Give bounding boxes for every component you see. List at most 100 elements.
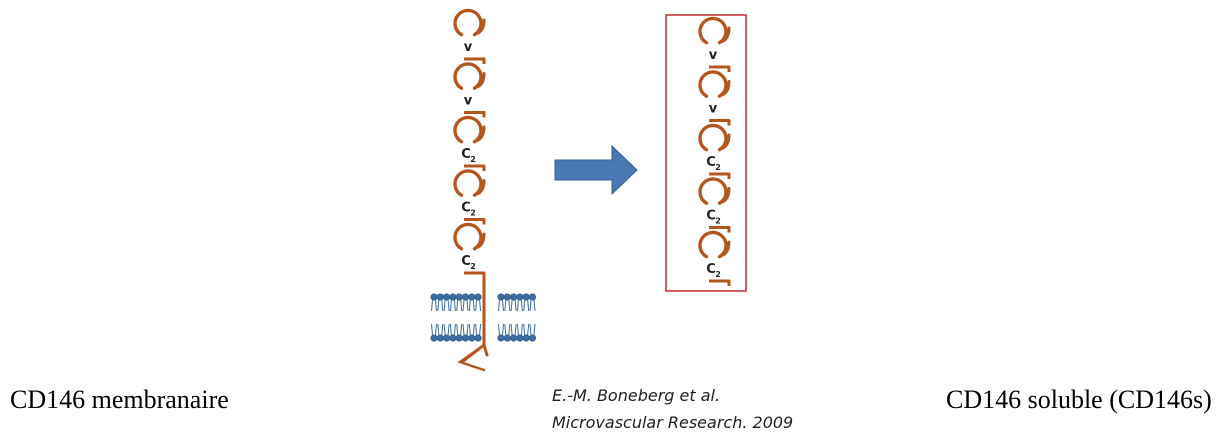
lipid-head xyxy=(522,293,530,301)
lipid-tail xyxy=(516,299,519,312)
lipid-head xyxy=(474,293,482,301)
lipid-tail xyxy=(453,323,456,336)
lipid-tail xyxy=(468,323,471,336)
left-domain-label-5: C xyxy=(461,254,471,269)
lipid-tail xyxy=(435,299,437,312)
lipid-head xyxy=(497,293,505,301)
lipid-tail xyxy=(479,323,482,336)
lipid-tail xyxy=(504,299,507,312)
lipid-tail xyxy=(510,323,513,336)
right-domain-label-2: v xyxy=(709,102,718,117)
right-domain-loop-3 xyxy=(698,123,728,152)
lipid-tail xyxy=(466,299,469,312)
lipid-head xyxy=(497,334,505,342)
lipid-tail xyxy=(514,323,517,336)
citation: E.-M. Boneberg et al. Microvascular Rese… xyxy=(552,382,793,436)
lipid-tail xyxy=(479,299,482,312)
lipid-head xyxy=(468,293,476,301)
lipid-tail xyxy=(508,299,511,312)
lipid-tail xyxy=(431,323,433,336)
lipid-head xyxy=(510,293,518,301)
lipid-head xyxy=(449,293,457,301)
lipid-head xyxy=(522,334,530,342)
lipid-head xyxy=(516,334,524,342)
lipid-tail xyxy=(460,299,463,312)
left-tail-4 xyxy=(464,218,486,225)
right-domain-subscript-3: 2 xyxy=(715,163,721,172)
membrane-cd146-caption: CD146 membranaire xyxy=(10,385,229,414)
lipid-tail xyxy=(516,323,519,336)
lipid-tail xyxy=(462,323,465,336)
left-tail-2 xyxy=(464,111,486,118)
lipid-tail xyxy=(437,299,440,312)
soluble-cd146-caption: CD146 soluble (CD146s) xyxy=(946,385,1212,414)
lipid-head xyxy=(461,293,469,301)
lipid-head xyxy=(503,334,511,342)
right-domain-label-5: C xyxy=(706,262,716,277)
lipid-tail xyxy=(508,323,511,336)
lipid-tail xyxy=(441,299,444,312)
left-domain-subscript-5: 2 xyxy=(470,262,476,271)
lipid-tail xyxy=(472,323,475,336)
lipid-head xyxy=(455,293,463,301)
lipid-tail xyxy=(533,323,536,336)
citation-journal: Microvascular Research. 2009 xyxy=(552,413,794,432)
lipid-tail xyxy=(449,323,452,336)
left-domain-subscript-3: 2 xyxy=(470,155,476,164)
lipid-tail xyxy=(504,323,507,336)
left-tail-5 xyxy=(464,271,486,278)
transmembrane-segment xyxy=(460,276,489,364)
right-domain-loop-4 xyxy=(698,177,728,205)
lipid-tail xyxy=(443,323,446,336)
lipid-head xyxy=(528,293,536,301)
lipid-tail xyxy=(449,299,452,312)
lipid-tail xyxy=(498,323,500,336)
lipid-head xyxy=(430,334,438,342)
right-tail-1 xyxy=(709,65,731,72)
lipid-tail xyxy=(447,299,450,312)
lipid-tail xyxy=(435,323,437,336)
right-domain-subscript-4: 2 xyxy=(715,217,721,226)
lipid-head xyxy=(474,334,482,342)
lipid-head xyxy=(449,334,457,342)
lipid-head xyxy=(436,293,444,301)
lipid-head xyxy=(461,334,469,342)
lipid-tail xyxy=(431,299,433,312)
lipid-tail xyxy=(520,323,523,336)
cleavage-arrow xyxy=(554,144,638,196)
lipid-head xyxy=(430,293,438,301)
right-domain-label-4: C xyxy=(706,209,716,224)
cytoplasmic-tail xyxy=(457,343,486,372)
lipid-tail xyxy=(472,299,475,312)
lipid-tail xyxy=(520,299,523,312)
left-domain-loop-1 xyxy=(453,8,483,37)
lipid-head xyxy=(443,334,451,342)
right-domain-loop-5 xyxy=(698,230,728,259)
lipid-tail xyxy=(443,299,446,312)
left-domain-loop-3 xyxy=(453,115,483,144)
right-domain-loop-2 xyxy=(698,70,728,98)
citation-authors: E.-M. Boneberg et al. xyxy=(552,386,721,405)
left-tail-3 xyxy=(464,164,486,171)
left-domain-label-2: v xyxy=(464,94,473,109)
right-domain-loop-1 xyxy=(698,16,728,45)
right-domain-label-3: C xyxy=(706,155,716,170)
soluble-cd146-box xyxy=(665,14,747,292)
lipid-tail xyxy=(510,299,513,312)
left-domain-subscript-4: 2 xyxy=(470,209,476,218)
lipid-tail xyxy=(475,323,478,336)
lipid-tail xyxy=(456,299,459,312)
lipid-tail xyxy=(447,323,450,336)
lipid-tail xyxy=(514,299,517,312)
left-domain-label-3: C xyxy=(461,147,471,162)
lipid-tail xyxy=(460,323,463,336)
lipid-head xyxy=(443,293,451,301)
lipid-head xyxy=(436,334,444,342)
lipid-tail xyxy=(475,299,478,312)
lipid-head xyxy=(528,334,536,342)
right-domain-label-1: v xyxy=(709,48,718,63)
lipid-tail xyxy=(529,323,532,336)
lipid-tail xyxy=(502,299,504,312)
